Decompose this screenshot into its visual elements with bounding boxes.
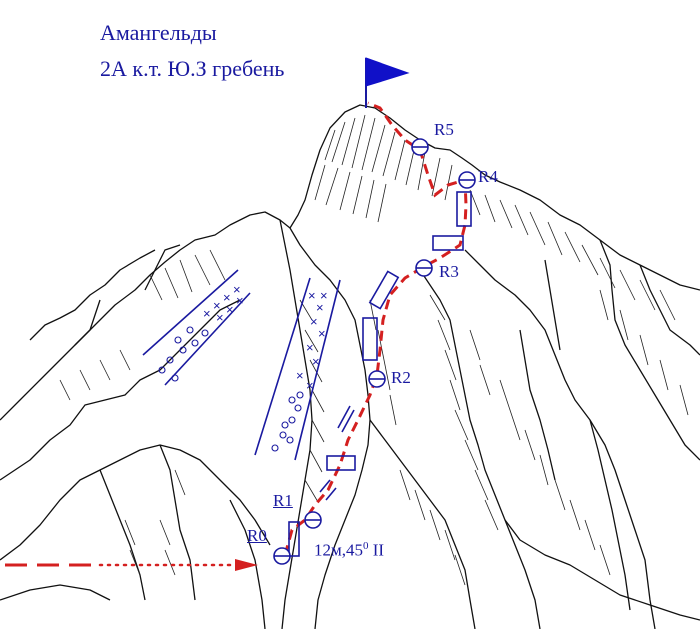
belay-marker-r4 xyxy=(458,171,476,189)
svg-text:×: × xyxy=(216,310,224,325)
svg-text:×: × xyxy=(223,290,231,305)
snow-circles xyxy=(158,326,304,452)
topo-subtitle: 2А к.т. Ю.З гребень xyxy=(100,56,285,81)
belay-label-r5: R5 xyxy=(434,120,454,139)
climbing-route xyxy=(283,101,468,556)
summit-flag-icon xyxy=(365,57,410,108)
pitch-note: 12м,450 II xyxy=(314,540,384,561)
couloir-marks xyxy=(142,269,341,461)
svg-text:×: × xyxy=(236,293,244,308)
topo-title: Амангельды xyxy=(100,20,217,45)
svg-text:×: × xyxy=(310,314,318,329)
svg-text:×: × xyxy=(318,326,326,341)
svg-text:×: × xyxy=(213,298,221,313)
belay-marker-r0 xyxy=(273,547,291,565)
belay-marker-r5 xyxy=(411,138,429,156)
feature-box-step xyxy=(432,235,464,251)
svg-text:×: × xyxy=(316,300,324,315)
pitch-note-length: 12м,45 xyxy=(314,540,364,560)
rock-hatching xyxy=(59,114,689,586)
pitch-note-degree: 0 xyxy=(363,540,369,552)
belay-marker-r1 xyxy=(304,511,322,529)
belay-marker-r2 xyxy=(368,370,386,388)
belay-label-r4: R4 xyxy=(478,167,498,186)
belay-marker-r3 xyxy=(415,259,433,277)
belay-label-r0: R0 xyxy=(247,526,267,545)
pitch-note-grade: II xyxy=(368,540,385,560)
belay-label-r2: R2 xyxy=(391,368,411,387)
svg-text:×: × xyxy=(203,306,211,321)
feature-box-pitch1 xyxy=(288,521,300,557)
feature-box-ridge xyxy=(368,270,400,310)
svg-text:×: × xyxy=(306,378,314,393)
belay-markers xyxy=(273,138,476,565)
mountain-outline xyxy=(0,104,700,629)
svg-text:×: × xyxy=(226,302,234,317)
belay-label-r1: R1 xyxy=(273,491,293,510)
svg-text:×: × xyxy=(296,368,304,383)
feature-box-wall xyxy=(456,191,472,227)
route-feature-boxes xyxy=(288,191,472,557)
svg-text:×: × xyxy=(308,288,316,303)
feature-box-slab xyxy=(326,455,356,471)
feature-box-chimney xyxy=(362,317,378,361)
scree-crosses: ××× ××× × ××× ××× ××× xyxy=(203,282,328,393)
svg-text:×: × xyxy=(306,340,314,355)
belay-label-r3: R3 xyxy=(439,262,459,281)
approach-line xyxy=(5,559,258,571)
svg-text:×: × xyxy=(312,354,320,369)
svg-text:×: × xyxy=(233,282,241,297)
svg-text:×: × xyxy=(320,288,328,303)
